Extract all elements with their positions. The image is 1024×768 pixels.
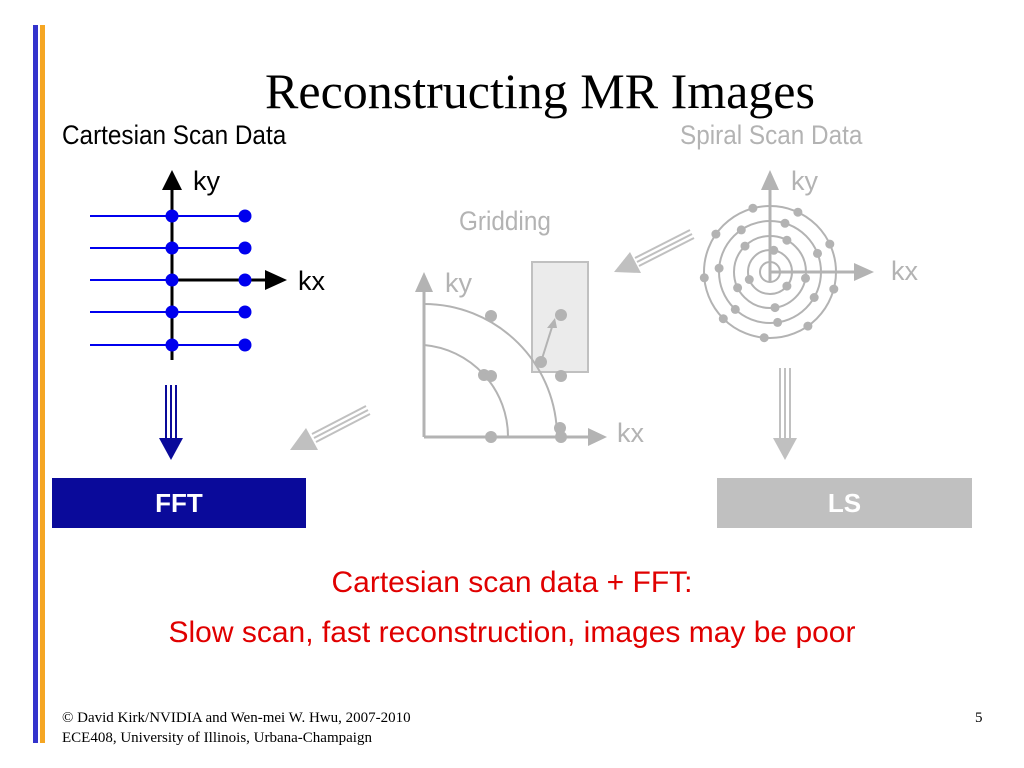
- fft-box: FFT: [52, 478, 306, 528]
- footer-copyright: © David Kirk/NVIDIA and Wen-mei W. Hwu, …: [62, 710, 411, 726]
- spiral-heading: Spiral Scan Data: [680, 120, 863, 150]
- cartesian-ky-label: ky: [193, 166, 220, 196]
- gridding-to-fft-arrowhead: [290, 428, 318, 450]
- spiral-sample-point: [825, 239, 835, 249]
- cartesian-sample-points: [165, 209, 252, 352]
- gridding-label: Gridding: [459, 206, 551, 236]
- spiral-sample-point: [782, 235, 792, 245]
- spiral-sample-point: [736, 225, 746, 235]
- gridding-ky-label: ky: [445, 268, 472, 298]
- spiral-sample-point: [699, 273, 709, 283]
- spiral-sample-point: [733, 283, 743, 293]
- cartesian-down-arrow: [165, 385, 177, 440]
- caption-line-2: Slow scan, fast reconstruction, images m…: [168, 616, 856, 649]
- page-number: 5: [975, 710, 983, 726]
- spiral-ky-arrowhead: [761, 170, 779, 190]
- spiral-sample-point: [793, 207, 803, 217]
- gridding-to-fft-arrow: [311, 405, 371, 443]
- spiral-sample-point: [773, 317, 783, 327]
- spiral-sample-point: [759, 333, 769, 343]
- accent-bar-blue: [33, 25, 38, 743]
- spiral-sample-points: [699, 203, 839, 343]
- spiral-sample-point: [744, 275, 754, 284]
- spiral-down-arrowhead: [773, 438, 797, 460]
- gridding-interp-line: [540, 326, 553, 363]
- spiral-sample-point: [740, 241, 750, 251]
- spiral-ky-label: ky: [791, 166, 818, 196]
- ls-box: LS: [717, 478, 972, 528]
- gridding-kx-arrowhead: [588, 428, 607, 446]
- spiral-sample-point: [748, 203, 758, 213]
- spiral-kx-arrowhead: [854, 263, 874, 281]
- spiral-sample-point: [714, 263, 724, 273]
- cartesian-ky-arrowhead: [162, 170, 182, 190]
- cartesian-kx-label: kx: [298, 266, 325, 296]
- gridding-ky-arrowhead: [415, 272, 433, 292]
- spiral-sample-point: [730, 304, 740, 314]
- footer-course: ECE408, University of Illinois, Urbana-C…: [62, 730, 372, 746]
- spiral-sample-point: [801, 273, 810, 283]
- gridding-kx-label: kx: [617, 418, 644, 448]
- fft-label: FFT: [155, 487, 203, 518]
- spiral-sample-point: [813, 248, 822, 258]
- slide-title: Reconstructing MR Images: [265, 63, 815, 119]
- cartesian-diagram: [90, 170, 287, 460]
- spiral-sample-point: [711, 229, 721, 239]
- spiral-sample-point: [829, 284, 839, 294]
- spiral-sample-point: [718, 314, 728, 324]
- spiral-sample-point: [803, 321, 813, 331]
- cartesian-down-arrowhead: [159, 438, 183, 460]
- spiral-sample-point: [782, 281, 792, 291]
- ls-label: LS: [827, 487, 862, 518]
- gridding-outer-arc: [423, 303, 558, 438]
- gridding-diagram: [290, 229, 695, 450]
- spiral-kx-label: kx: [891, 256, 918, 286]
- spiral-sample-point: [770, 303, 780, 313]
- gridding-inner-arc: [423, 344, 510, 438]
- gridding-sample-points: [478, 309, 567, 443]
- cartesian-heading: Cartesian Scan Data: [62, 120, 287, 150]
- accent-bar-orange: [40, 25, 45, 743]
- spiral-down-arrow: [779, 368, 791, 440]
- gridding-interp-arrowhead: [547, 318, 557, 328]
- spiral-sample-point: [769, 245, 779, 255]
- spiral-sample-point: [780, 218, 790, 228]
- spiral-to-gridding-arrowhead: [614, 252, 641, 273]
- spiral-to-gridding-arrow: [634, 229, 695, 267]
- spiral-sample-point: [809, 293, 819, 302]
- cartesian-kx-arrowhead: [265, 270, 287, 290]
- caption-line-1: Cartesian scan data + FFT:: [331, 566, 693, 599]
- spiral-diagram: [699, 170, 874, 460]
